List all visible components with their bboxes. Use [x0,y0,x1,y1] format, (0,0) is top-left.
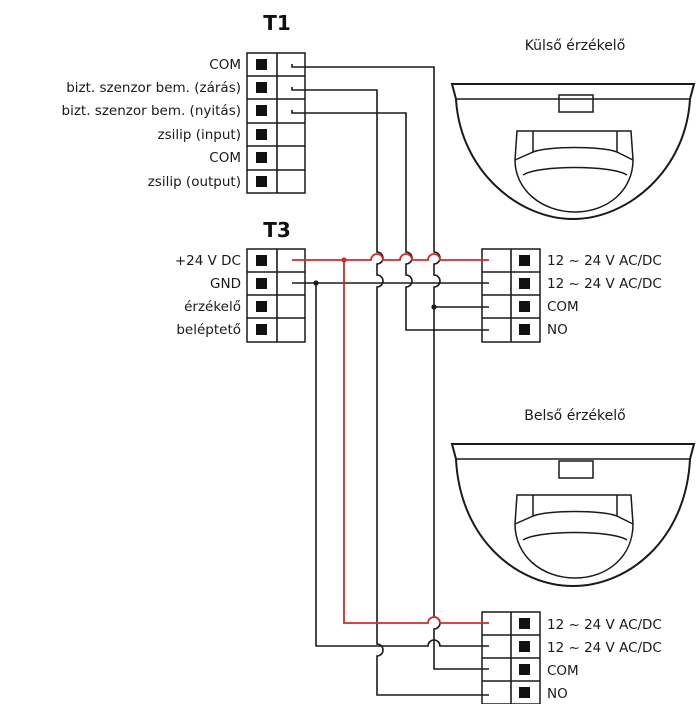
t1-label-interlock-output: zsilip (output) [148,174,241,190]
power-wires [292,253,489,624]
wire-24v-inner [343,260,489,624]
t1-labels: COM bizt. szenzor bem. (zárás) bizt. sze… [62,57,242,190]
outer-label-com: COM [547,299,579,315]
outer-sensor-labels: 12 ~ 24 V AC/DC 12 ~ 24 V AC/DC COM NO [547,253,662,338]
wire-t1-close-inner-no [291,87,489,696]
t3-label-gnd: GND [210,276,241,292]
t1-label-sensor-open: bizt. szenzor bem. (nyitás) [62,103,242,119]
wire-24v-outer [292,253,489,261]
inner-sensor-icon [450,443,696,588]
outer-sensor-icon [450,83,696,221]
inner-label-no: NO [547,686,568,702]
outer-label-power-2: 12 ~ 24 V AC/DC [547,276,662,292]
t3-terminal-block [246,248,306,343]
wire-t1-open-outer-no [291,110,489,331]
inner-label-power-2: 12 ~ 24 V AC/DC [547,640,662,656]
outer-label-power-1: 12 ~ 24 V AC/DC [547,253,662,269]
t1-label-sensor-close: bizt. szenzor bem. (zárás) [66,80,241,96]
inner-sensor-terminal-block [481,611,541,704]
t1-terminal-block [246,52,306,194]
outer-label-no: NO [547,322,568,338]
t3-title: T3 [263,218,291,242]
t1-label-com: COM [209,57,241,73]
t1-title: T1 [263,11,291,35]
inner-label-power-1: 12 ~ 24 V AC/DC [547,617,662,633]
t3-labels: +24 V DC GND érzékelő beléptető [175,253,241,338]
junction-com [431,304,437,310]
t1-label-interlock-input: zsilip (input) [158,127,242,143]
junction-24v [341,257,347,263]
inner-label-com: COM [547,663,579,679]
t1-label-com-2: COM [209,150,241,166]
wire-t1-com-outer-com [291,64,489,308]
wire-gnd-inner [315,283,489,647]
t3-label-access: beléptető [176,322,241,338]
inner-sensor-title: Belső érzékelő [524,408,625,424]
outer-sensor-title: Külső érzékelő [525,38,626,54]
inner-sensor-labels: 12 ~ 24 V AC/DC 12 ~ 24 V AC/DC COM NO [547,617,662,702]
wires [291,64,489,696]
t3-label-sensor: érzékelő [184,299,241,315]
junction-gnd [313,280,319,286]
t3-label-24v: +24 V DC [175,253,241,269]
outer-sensor-terminal-block [481,248,541,343]
